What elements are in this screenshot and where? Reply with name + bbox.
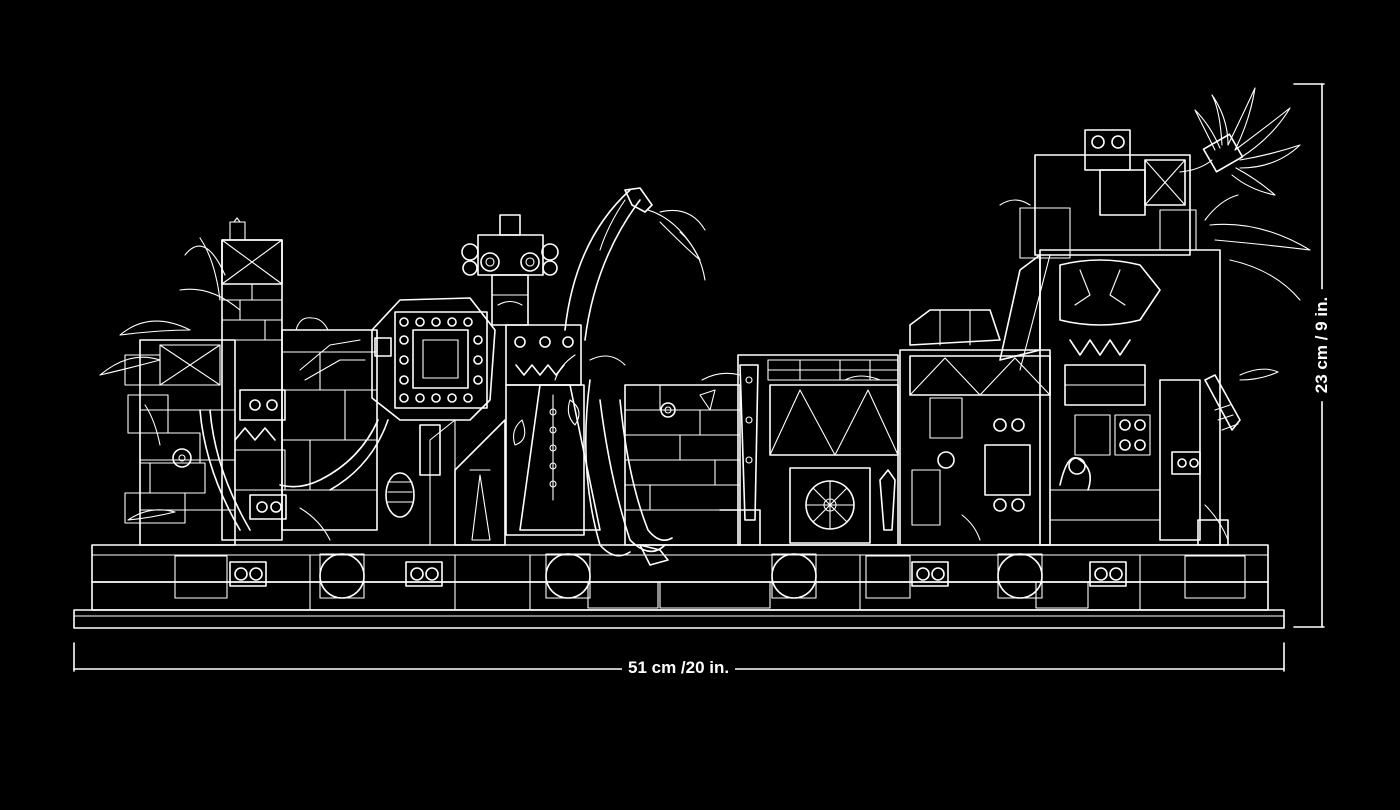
right-temple — [899, 129, 1241, 546]
vault-door — [737, 354, 899, 546]
width-dimension-label: 51 cm /20 in. — [622, 658, 736, 678]
left-wall — [281, 317, 415, 531]
palm-fronds — [999, 87, 1311, 381]
center-wall — [624, 384, 761, 546]
base-studs — [229, 553, 1127, 599]
base-plate — [73, 544, 1285, 629]
jungle-leaves — [127, 372, 1229, 541]
left-ruin — [99, 217, 287, 546]
stone-wheel — [279, 297, 496, 491]
height-dimension-label: 23 cm / 9 in. — [1312, 288, 1332, 402]
center-idol — [419, 214, 601, 546]
arching-tree — [554, 187, 706, 566]
